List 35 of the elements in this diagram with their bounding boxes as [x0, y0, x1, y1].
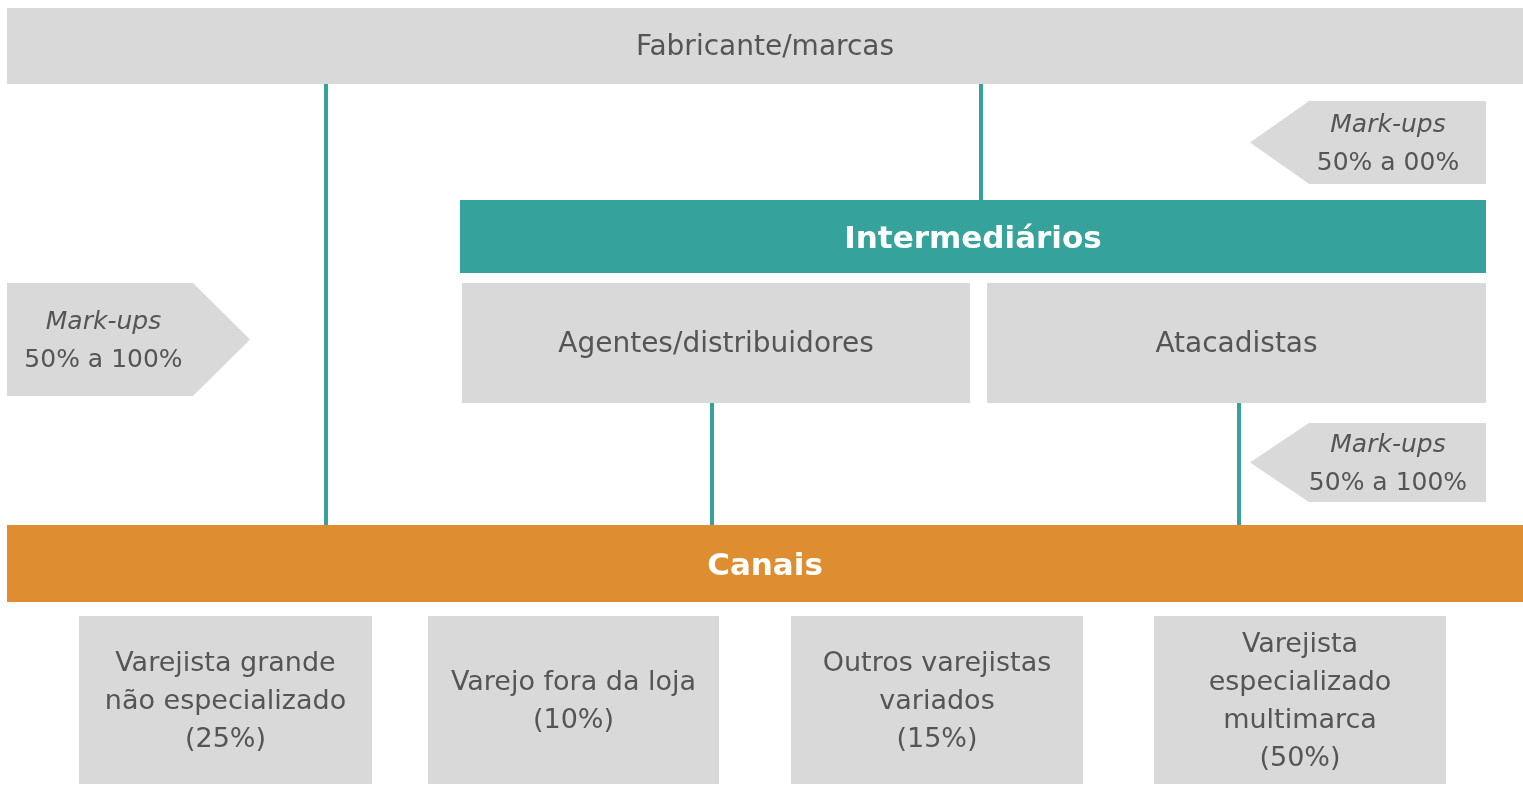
- process-box: [462, 283, 970, 403]
- box-label: Varejista especializado multimarca: [1207, 626, 1393, 736]
- markup-tag: [1250, 423, 1486, 502]
- markup-label: Mark-ups: [1330, 427, 1446, 460]
- box-label: Varejista grande não especializado: [103, 645, 348, 717]
- connector-line: [1237, 403, 1241, 525]
- markup-tag: [1250, 101, 1486, 184]
- box-label: Varejo fora da loja: [449, 664, 698, 698]
- share-label: (50%): [1258, 740, 1342, 774]
- channel-box: [428, 616, 719, 784]
- box-label: Intermediários: [844, 217, 1102, 256]
- group-header: [460, 200, 1486, 273]
- box-label: Canais: [707, 544, 823, 583]
- channel-box: [791, 616, 1083, 784]
- box-label: Atacadistas: [1155, 325, 1318, 361]
- process-box: [987, 283, 1486, 403]
- channel-box: [79, 616, 372, 784]
- box-label: Fabricante/marcas: [635, 28, 895, 64]
- channel-box: [1154, 616, 1446, 784]
- box-label: Agentes/distribuidores: [558, 325, 874, 361]
- markup-range: 50% a 100%: [24, 342, 183, 375]
- connector-line: [710, 403, 714, 525]
- connector-line: [324, 84, 328, 525]
- channel-bar: [7, 525, 1523, 602]
- markup-label: Mark-ups: [1330, 107, 1446, 140]
- header-bar: [7, 8, 1523, 84]
- markup-range: 50% a 100%: [1308, 465, 1468, 498]
- markup-tag: [7, 283, 250, 396]
- box-label: Outros varejistas variados: [821, 645, 1053, 717]
- connector-line: [979, 84, 983, 200]
- share-label: (15%): [895, 721, 979, 755]
- share-label: (10%): [531, 702, 616, 736]
- markup-range: 50% a 00%: [1316, 145, 1460, 178]
- share-label: (25%): [183, 721, 268, 755]
- markup-label: Mark-ups: [45, 304, 162, 337]
